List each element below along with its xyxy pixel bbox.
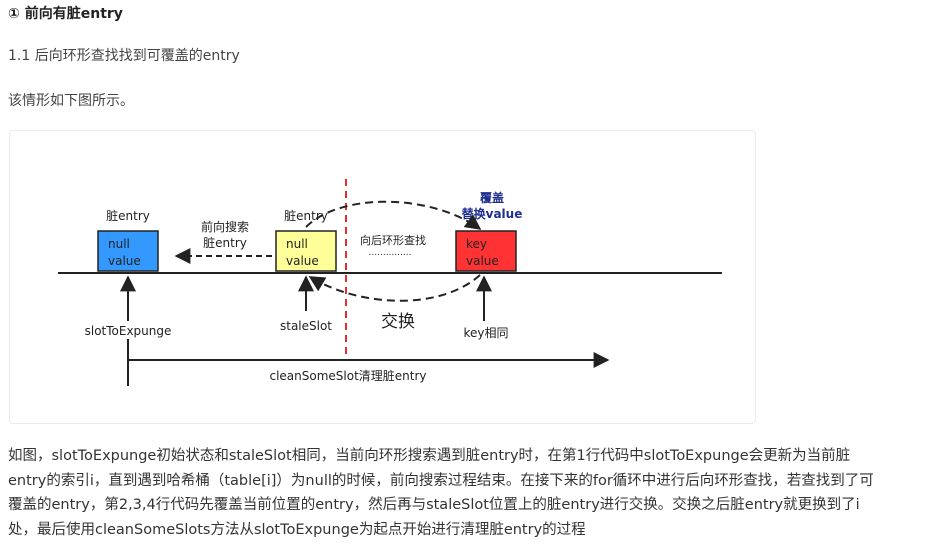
- swap-curve-top: [305, 200, 482, 230]
- left-box-key: null: [108, 237, 130, 251]
- paragraph-line: 如图，slotToExpunge初始状态和staleSlot相同，当前向环形搜索…: [8, 448, 851, 464]
- diagram-figure: 脏entry null value 前向搜索 脏entry 脏entry nul…: [9, 130, 756, 424]
- left-entry-box: [97, 230, 159, 272]
- stale-entry-box: [275, 230, 337, 272]
- ellipsis-dots: ...............: [369, 248, 412, 258]
- mid-box-key: null: [286, 237, 308, 251]
- backward-search-label: 向后环形查找: [360, 233, 426, 247]
- stale-slot-label: staleSlot: [280, 319, 332, 333]
- diagram-svg: 脏entry null value 前向搜索 脏entry 脏entry nul…: [58, 179, 722, 386]
- mid-box-value: value: [286, 254, 319, 268]
- slot-label-bg: [80, 321, 176, 339]
- clean-label: cleanSomeSlot清理脏entry: [269, 368, 426, 383]
- left-box-title: 脏entry: [106, 208, 150, 223]
- paragraph-line: 覆盖的entry，第2,3,4行代码先覆盖当前位置的entry，然后再与stal…: [8, 497, 860, 513]
- overwrite-label-2: 替换value: [462, 206, 523, 221]
- right-box-value: value: [466, 254, 499, 268]
- swap-label: 交换: [381, 312, 415, 332]
- intro-text: 该情形如下图所示。: [8, 93, 134, 109]
- forward-search-label-1: 前向搜索: [201, 219, 249, 234]
- explanation-paragraph: 如图，slotToExpunge初始状态和staleSlot相同，当前向环形搜索…: [8, 444, 928, 542]
- subheading: 1.1 后向环形查找找到可覆盖的entry: [8, 48, 240, 64]
- key-entry-box: [455, 230, 517, 272]
- paragraph-line: entry的索引i，直到遇到哈希桶（table[i]）为null的时候，前向搜索…: [8, 472, 874, 489]
- key-same-label: key相同: [463, 326, 508, 340]
- forward-search-label-2: 脏entry: [203, 235, 247, 250]
- left-box-value: value: [108, 254, 141, 268]
- swap-curve-bottom: [308, 274, 481, 302]
- overwrite-label-1: 覆盖: [479, 190, 504, 205]
- right-box-key: key: [466, 237, 487, 251]
- slot-to-expunge-label: slotToExpunge: [85, 324, 172, 338]
- paragraph-line: 处，最后使用cleanSomeSlots方法从slotToExpunge为起点开…: [8, 521, 586, 538]
- section-heading: ① 前向有脏entry: [8, 6, 123, 22]
